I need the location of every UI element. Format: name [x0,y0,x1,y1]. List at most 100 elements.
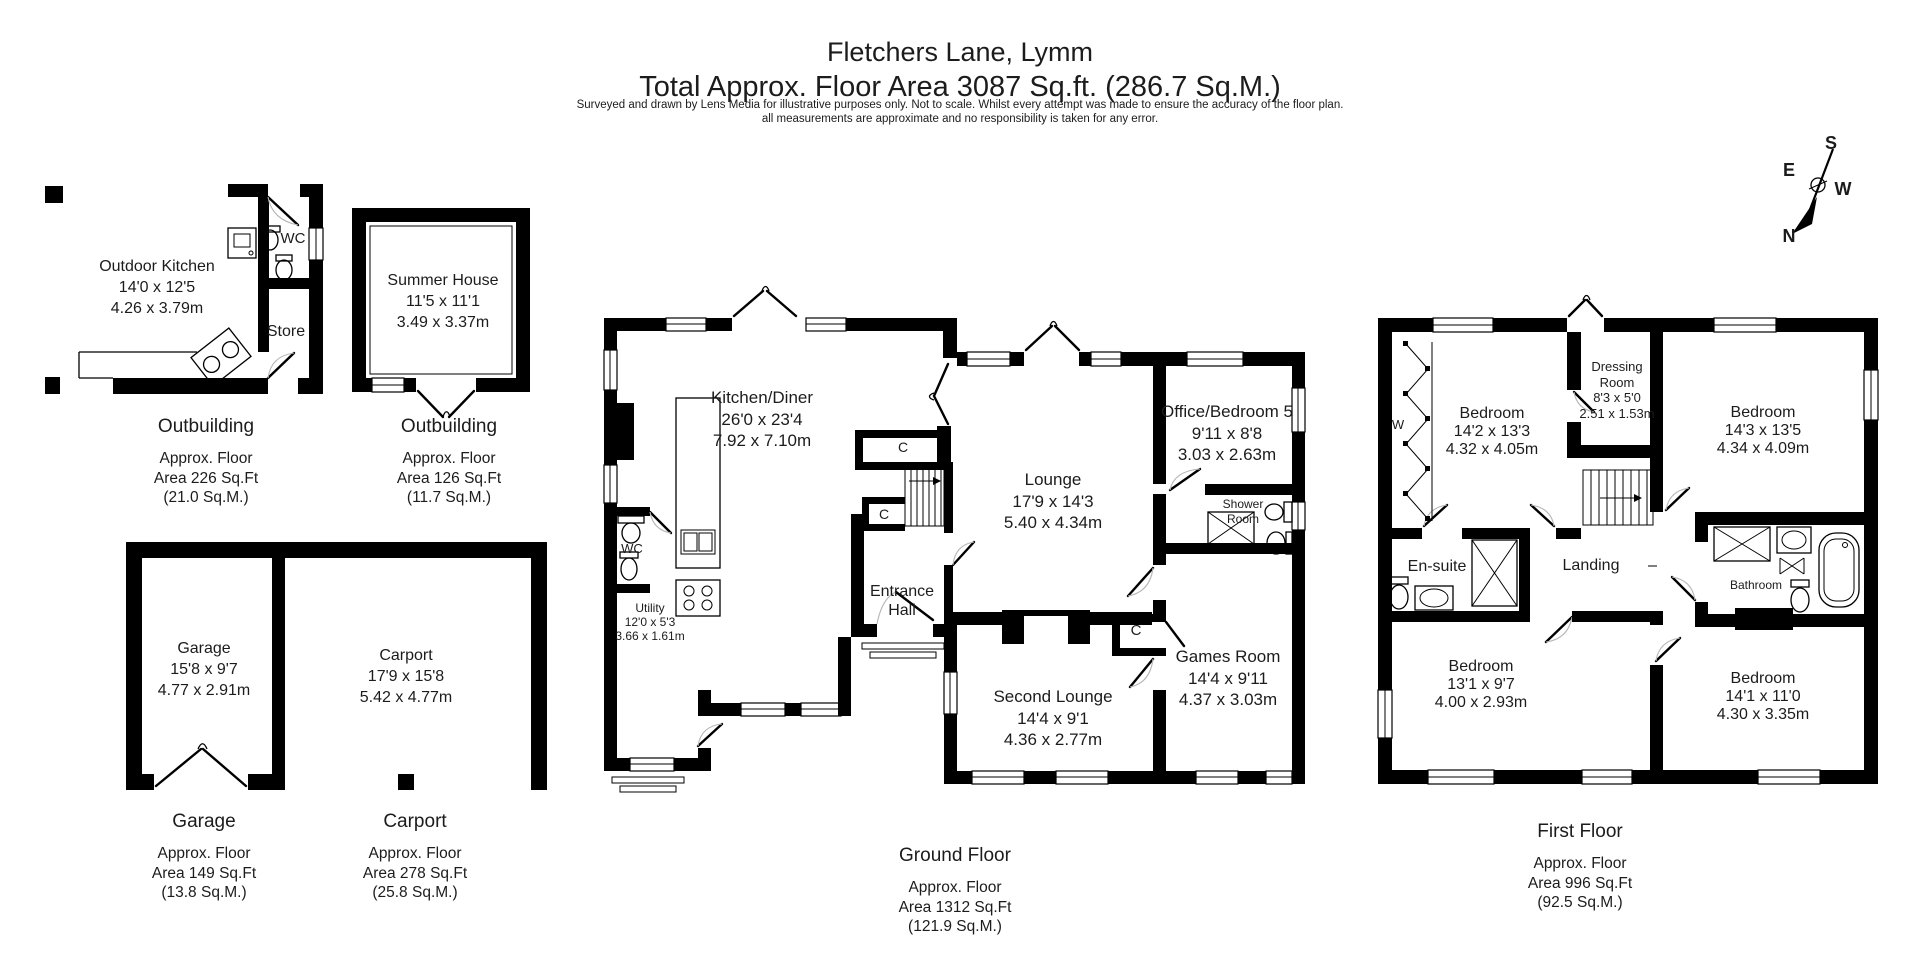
room-label-entrance-hall: Entrance Hall [870,582,934,620]
room-label-carport: Carport 17'9 x 15'8 5.42 x 4.77m [360,645,453,708]
room-dim-metric: 5.40 x 4.34m [1003,513,1103,532]
compass-icon [1792,148,1835,234]
room-dim-imperial: 14'0 x 12'5 [118,279,196,296]
room-name: Utility [635,601,665,615]
caption-first-floor: First Floor Approx. Floor Area 996 Sq.Ft… [1528,821,1632,913]
room-label-outdoor-kitchen: Outdoor Kitchen 14'0 x 12'5 4.26 x 3.79m [99,256,215,319]
room-dim-imperial: 14'4 x 9'1 [1017,708,1089,728]
sink-icon [227,227,257,259]
room-label-bedroom-2: Bedroom 14'3 x 13'5 4.34 x 4.09m [1717,404,1810,458]
room-label-landing: Landing [1562,557,1620,574]
room-name: Second Lounge [993,687,1113,706]
room-dim-metric: 4.30 x 3.35m [1716,706,1810,723]
outbuilding-outdoor-kitchen [45,184,324,394]
room-dim-metric: 4.77 x 2.91m [157,682,251,699]
outbuilding-summer-house [352,208,530,419]
stairs-icon [1582,469,1654,526]
room-label-office-bedroom5: Office/Bedroom 5 9'11 x 8'8 3.03 x 2.63m [1161,401,1293,466]
room-label-lounge: Lounge 17'9 x 14'3 5.40 x 4.34m [1004,469,1102,534]
caption-garage: Garage Approx. Floor Area 149 Sq.Ft (13.… [152,811,256,903]
room-dim-imperial: 17'9 x 15'8 [367,668,445,685]
room-dim-imperial: 14'3 x 13'5 [1724,422,1802,439]
caption-outbuilding-2: Outbuilding Approx. Floor Area 126 Sq.Ft… [397,416,501,508]
room-label-bedroom-3: Bedroom 13'1 x 9'7 4.00 x 2.93m [1435,658,1528,712]
caption-metric: (11.7 Sq.M.) [406,489,492,506]
room-dim-metric: 3.66 x 1.61m [615,629,685,643]
caption-metric: (13.8 Sq.M.) [161,884,247,901]
room-dim-imperial: 9'11 x 8'8 [1191,423,1263,443]
caption-approx: Approx. Floor [368,845,462,862]
room-label-en-suite: En-suite [1407,558,1467,575]
caption-metric: (25.8 Sq.M.) [372,884,458,901]
room-dim-metric: 2.51 x 1.53m [1579,405,1655,421]
disclaimer-line-1: Surveyed and drawn by Lens Media for ill… [576,99,1344,111]
first-floor-plan [1377,294,1879,785]
room-dim-imperial: 12'0 x 5'3 [624,615,676,629]
room-name: Carport [379,647,433,664]
wardrobe-label: W [1391,417,1405,432]
room-dim-metric: 4.37 x 3.03m [1178,690,1278,709]
compass-east-label: E [1782,160,1796,180]
room-name: Summer House [387,272,499,289]
room-label-games-room: Games Room 14'4 x 9'11 4.37 x 3.03m [1176,646,1281,711]
room-name: Kitchen/Diner [710,388,814,407]
cupboard-label-1: C [897,439,909,455]
room-name: Bedroom [1448,658,1514,675]
room-dim-metric: 5.42 x 4.77m [359,689,453,706]
hob-icon [190,327,252,387]
room-label-bathroom: Bathroom [1729,578,1783,592]
room-label-second-lounge: Second Lounge 14'4 x 9'1 4.36 x 2.77m [993,686,1112,751]
room-label-garage: Garage 15'8 x 9'7 4.77 x 2.91m [158,638,251,701]
room-dim-imperial: 15'8 x 9'7 [170,661,238,678]
caption-area: Area 278 Sq.Ft [362,864,468,882]
hob-icon [675,579,721,617]
room-name: Lounge [1024,470,1082,489]
room-name-line1: Shower [1222,497,1264,511]
cupboard-under-stairs [862,497,905,531]
room-label-summer-house: Summer House 11'5 x 11'1 3.49 x 3.37m [387,270,498,333]
room-name-line2: Room [1599,374,1635,390]
room-label-wc-outbuilding: WC [280,230,306,247]
caption-title: Outbuilding [157,416,255,437]
caption-title: Carport [383,811,447,832]
room-name: Garage [177,640,231,657]
basin-icon [617,515,645,544]
room-name-line1: Dressing [1591,359,1643,374]
room-dim-imperial: 13'1 x 9'7 [1447,676,1515,693]
room-dim-imperial: 26'0 x 23'4 [721,409,803,429]
room-dim-imperial: 11'5 x 11'1 [405,293,480,310]
room-label-bedroom-4: Bedroom 14'1 x 11'0 4.30 x 3.35m [1717,670,1810,724]
caption-metric: (92.5 Sq.M.) [1537,894,1623,911]
room-dim-metric: 7.92 x 7.10m [712,431,812,450]
room-label-utility: Utility 12'0 x 5'3 3.66 x 1.61m [615,601,684,643]
room-label-kitchen-diner: Kitchen/Diner 26'0 x 23'4 7.92 x 7.10m [711,387,813,452]
toilet-icon [1790,579,1810,613]
cupboard-label-3: C [1130,622,1142,639]
caption-metric: (121.9 Sq.M.) [908,918,1002,935]
fireplace [1002,610,1090,644]
room-dim-metric: 4.34 x 4.09m [1716,440,1810,457]
page-subtitle: Total Approx. Floor Area 3087 Sq.ft. (28… [639,71,1281,103]
caption-approx: Approx. Floor [1533,855,1627,872]
caption-title: Outbuilding [400,416,498,437]
disclaimer-line-2: all measurements are approximate and no … [761,113,1159,125]
caption-approx: Approx. Floor [402,450,496,467]
caption-title: First Floor [1537,821,1623,842]
garage-carport [126,542,547,790]
caption-approx: Approx. Floor [159,450,253,467]
caption-area: Area 149 Sq.Ft [151,864,257,882]
room-label-dressing-room: Dressing Room 8'3 x 5'0 2.51 x 1.53m [1579,359,1654,421]
room-name-line1: Entrance [869,583,935,600]
stairs-icon [904,465,945,527]
caption-area: Area 996 Sq.Ft [1527,874,1633,892]
toilet-icon [1264,501,1293,523]
room-dim-metric: 4.36 x 2.77m [1003,730,1103,749]
room-label-bedroom-1: Bedroom 14'2 x 13'3 4.32 x 4.05m [1446,405,1539,459]
caption-title: Garage [172,811,236,832]
room-name: Bedroom [1459,405,1525,422]
bathtub-icon [1818,532,1860,608]
room-dim-imperial: 14'1 x 11'0 [1725,688,1801,705]
caption-title: Ground Floor [899,845,1011,866]
basin-icon [1266,531,1293,555]
